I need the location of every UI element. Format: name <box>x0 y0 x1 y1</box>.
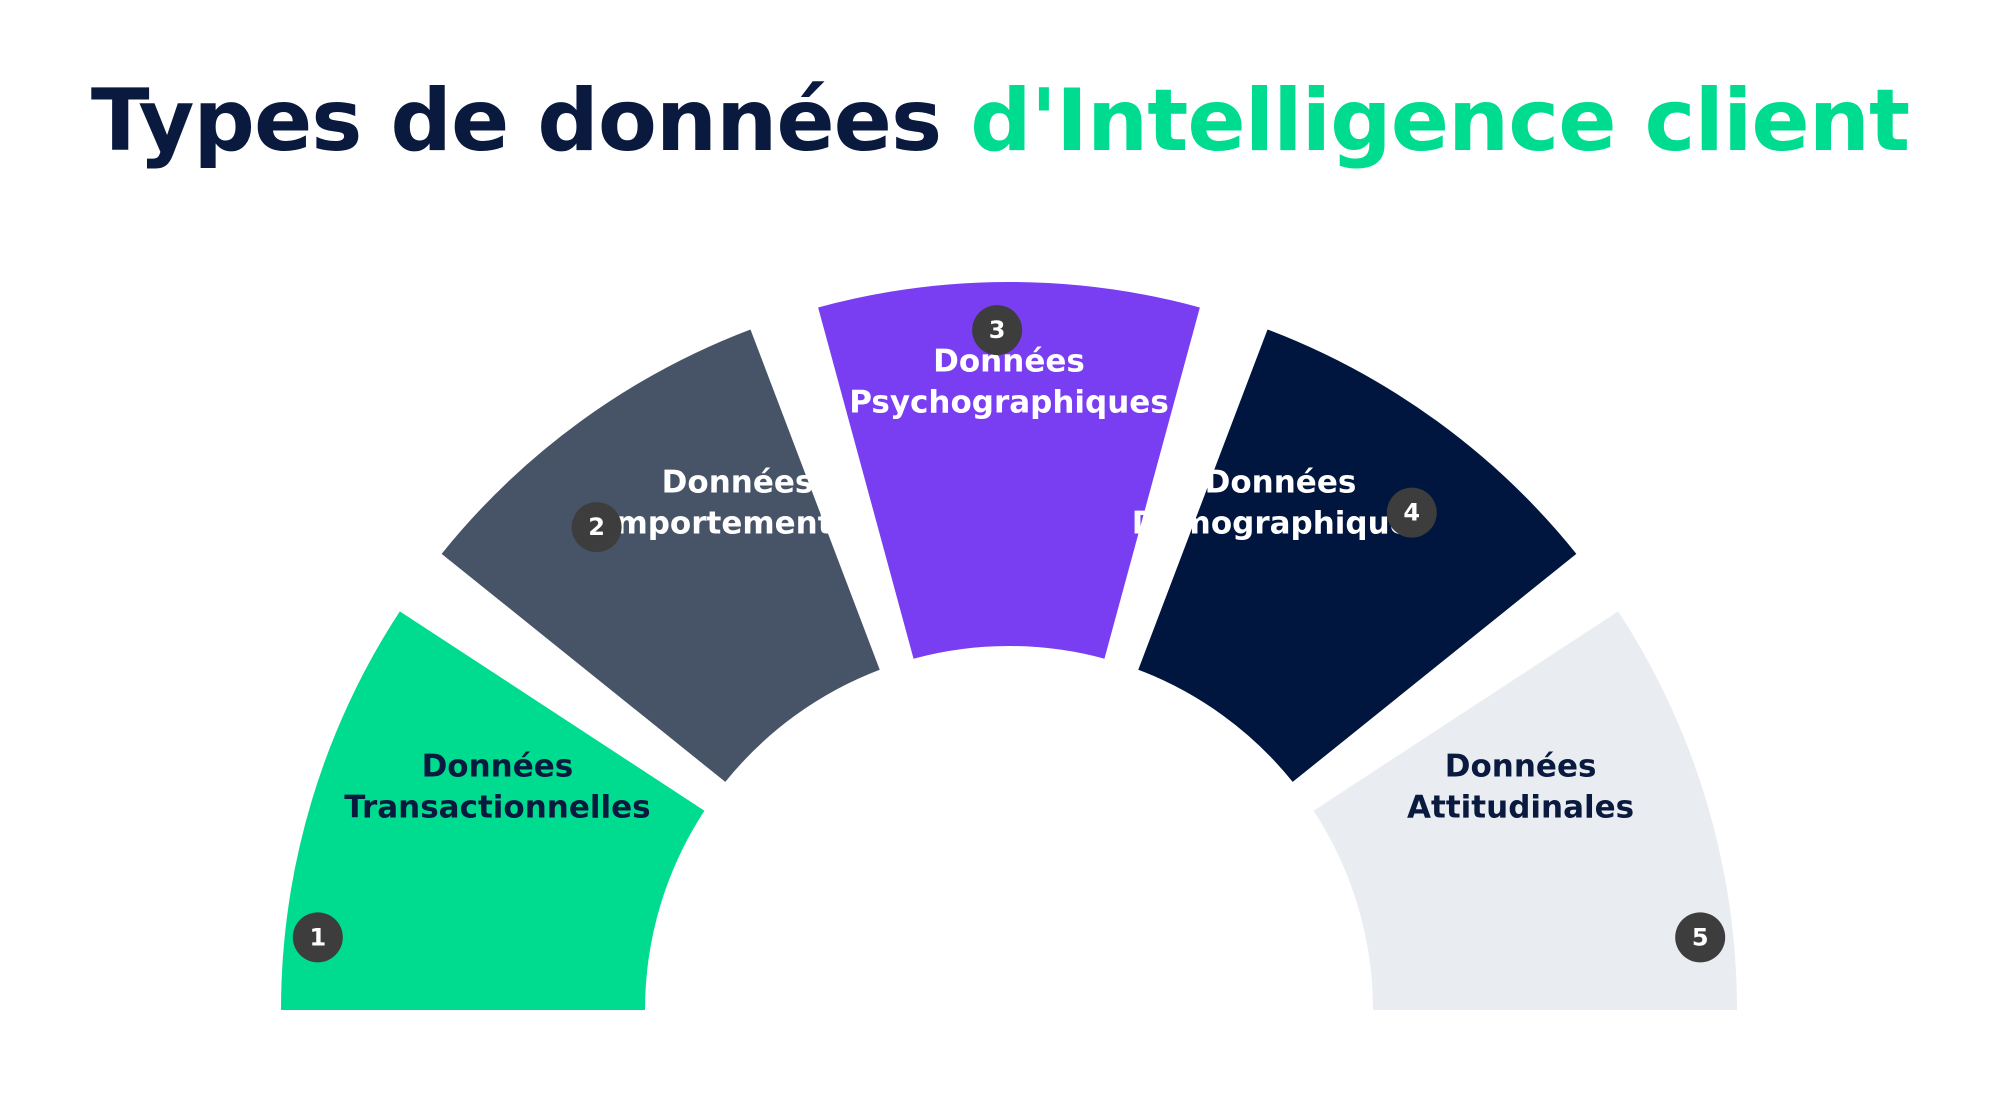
badge-circle <box>1675 912 1726 963</box>
badge-circle <box>972 305 1023 356</box>
segment-shape-3 <box>818 282 1200 659</box>
badge-circle <box>292 912 343 963</box>
segment-shape-5 <box>1313 611 1737 1010</box>
badge-number: 3 <box>989 316 1006 344</box>
segment-label-line1: Données <box>1205 465 1357 501</box>
page-title: Types de données d'Intelligence client <box>0 78 2000 164</box>
segment-shape-2 <box>441 329 880 782</box>
segment-label-line2: Transactionnelles <box>344 790 650 826</box>
segment-label-line1: Données <box>1445 749 1597 785</box>
segment-shape-4 <box>1138 329 1577 782</box>
segment-label-line2: Attitudinales <box>1407 790 1634 826</box>
segments-layer: DonnéesTransactionnelles1DonnéesComporte… <box>281 282 1737 1010</box>
number-badge-4: 4 <box>1386 487 1437 538</box>
segment-label-line2: Comportementales <box>571 506 903 542</box>
number-badge-2: 2 <box>571 502 622 553</box>
badge-circle <box>571 502 622 553</box>
number-badge-5: 5 <box>1675 912 1726 963</box>
number-badge-1: 1 <box>292 912 343 963</box>
segment-label-line1: Données <box>662 465 814 501</box>
title-part-accent: d'Intelligence client <box>970 71 1910 171</box>
segment-label-line2: Psychographiques <box>849 385 1169 421</box>
badge-circle <box>1386 487 1437 538</box>
badge-number: 5 <box>1692 923 1709 951</box>
segment-label-line2: Démographiques <box>1132 506 1429 542</box>
segment-label-line1: Données <box>422 749 574 785</box>
badge-number: 1 <box>309 923 326 951</box>
title-part-dark: Types de données <box>90 71 942 171</box>
badge-number: 4 <box>1403 499 1420 527</box>
number-badge-3: 3 <box>972 305 1023 356</box>
segment-shape-1 <box>281 611 705 1010</box>
badge-number: 2 <box>588 513 605 541</box>
